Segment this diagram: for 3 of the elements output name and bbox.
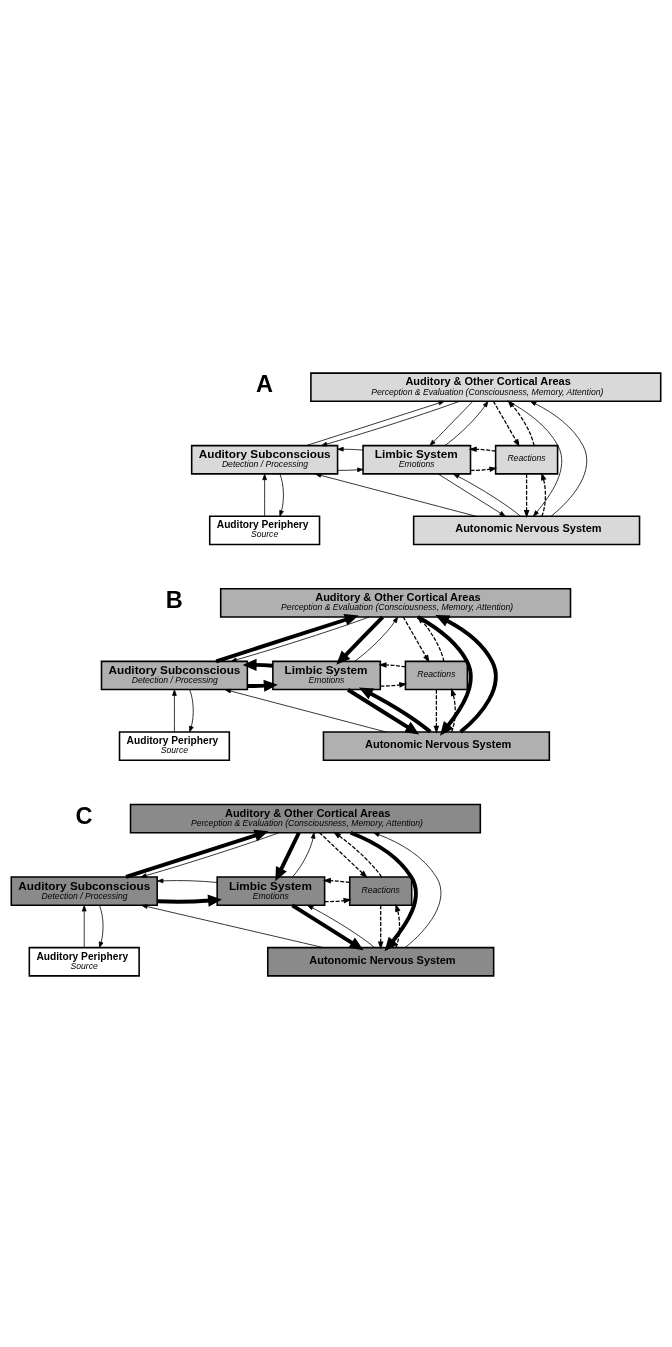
label: B (165, 587, 183, 614)
label: A (256, 371, 273, 398)
label: C (75, 802, 93, 829)
